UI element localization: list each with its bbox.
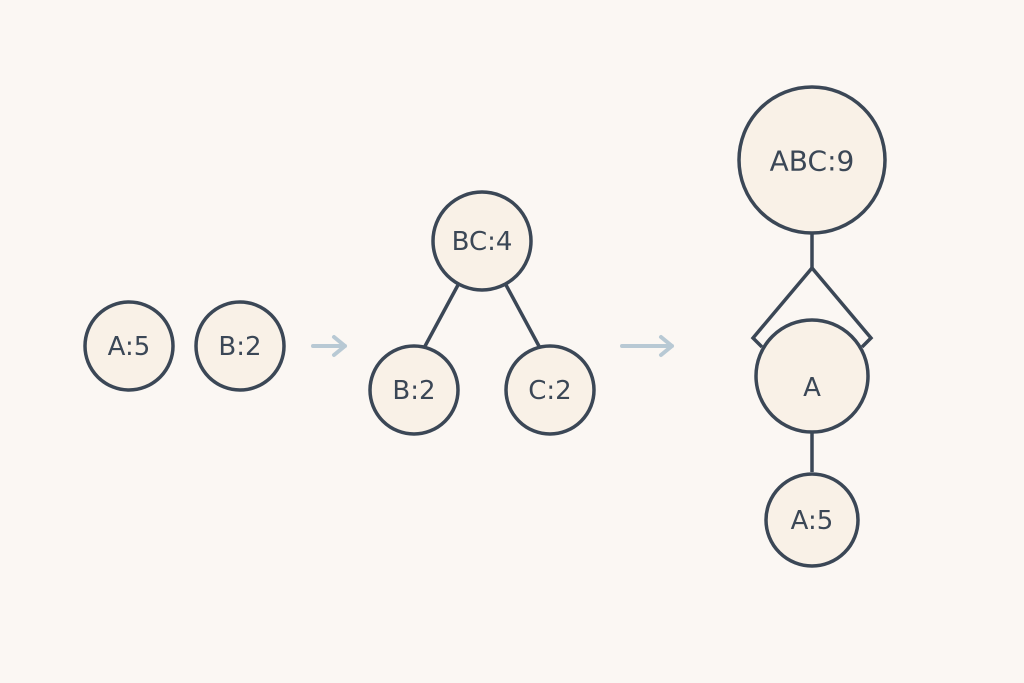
arrow-right-icon (311, 335, 347, 357)
node-c2-child: C:2 (504, 344, 596, 436)
node-label: A:5 (108, 332, 151, 362)
node-a-middle: A (754, 318, 870, 434)
node-label: B:2 (392, 376, 435, 406)
node-label: A (803, 373, 821, 403)
node-label: A:5 (791, 506, 834, 536)
node-bc4: BC:4 (431, 190, 533, 292)
node-label: C:2 (528, 376, 571, 406)
node-a5-leaf: A:5 (764, 472, 860, 568)
stage3-group: ABC:9 A A:5 (737, 85, 887, 568)
node-abc9: ABC:9 (737, 85, 887, 235)
node-a5: A:5 (83, 300, 175, 392)
node-b2-child: B:2 (368, 344, 460, 436)
edge-fork-bracket (750, 265, 874, 349)
node-b2: B:2 (194, 300, 286, 392)
node-label: BC:4 (452, 227, 513, 257)
stage2-group: BC:4 B:2 C:2 (368, 190, 596, 436)
node-label: B:2 (218, 332, 261, 362)
node-label: ABC:9 (770, 145, 855, 178)
stage1-group: A:5 B:2 (83, 300, 286, 392)
edge-bc-b (422, 284, 460, 349)
edge-bc-c (504, 284, 542, 349)
arrow-right-icon (620, 335, 674, 357)
